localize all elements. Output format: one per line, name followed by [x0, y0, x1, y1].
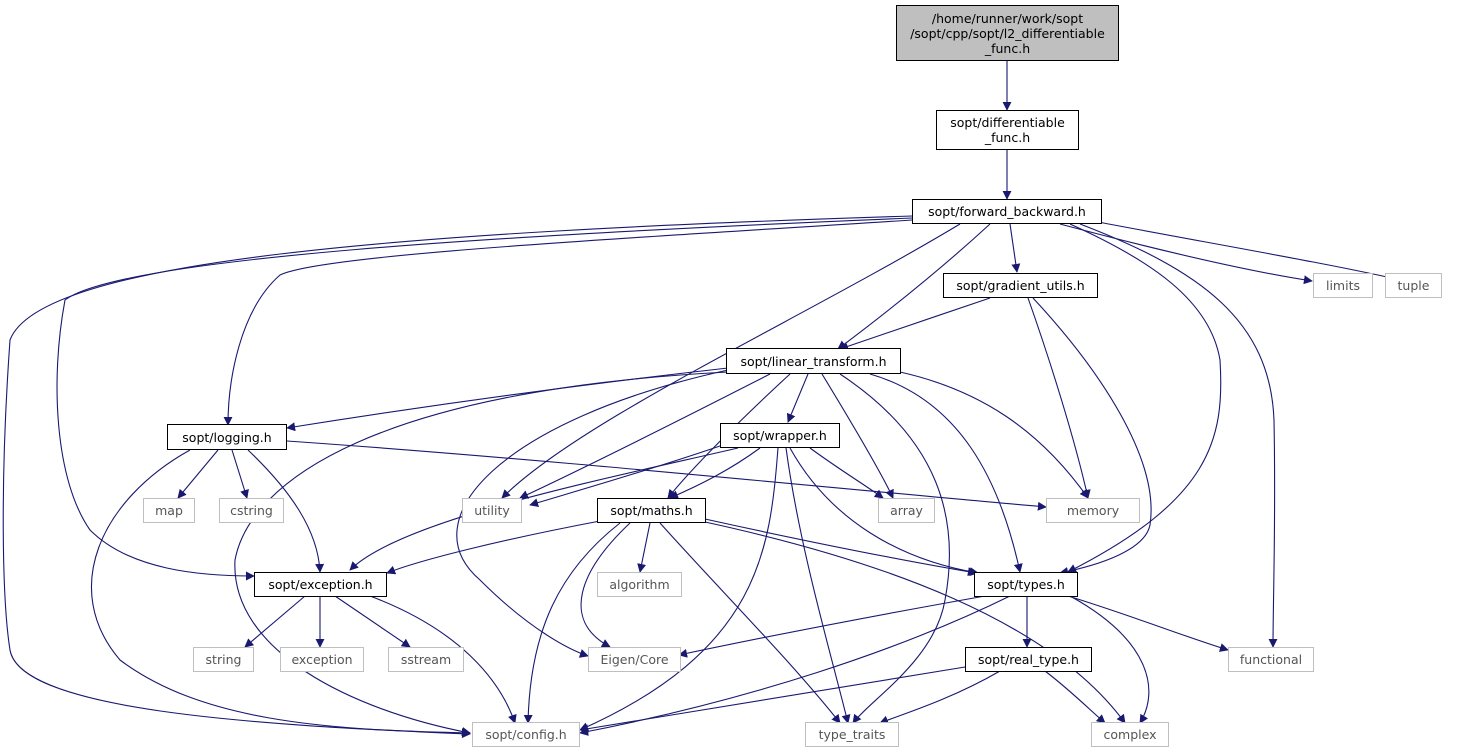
node-gradient-utils[interactable]: sopt/gradient_utils.h — [943, 273, 1098, 298]
edge-maths-exception — [386, 520, 601, 575]
node-cstring[interactable]: cstring — [219, 498, 284, 523]
node-limits[interactable]: limits — [1313, 273, 1373, 298]
edge-wrapper-types — [789, 447, 979, 577]
node-forward-backward[interactable]: sopt/forward_backward.h — [912, 199, 1102, 224]
edge-linear-type-traits — [839, 373, 950, 724]
edge-fb-config — [2, 215, 913, 739]
edge-real-type-type-traits — [879, 670, 1001, 725]
edge-gradient-linear — [839, 297, 991, 351]
node-exception-std[interactable]: exception — [280, 647, 364, 672]
edge-logging-cstring — [231, 449, 249, 499]
edge-fb-functional — [1079, 223, 1278, 648]
edge-linear-maths — [667, 373, 791, 499]
edge-fb-exception — [56, 217, 913, 581]
edge-maths-type-traits — [659, 522, 841, 724]
edge-real-type-config — [579, 666, 966, 734]
edge-logging-map — [177, 449, 219, 499]
node-map[interactable]: map — [143, 498, 195, 523]
node-logging[interactable]: sopt/logging.h — [167, 424, 287, 450]
node-string[interactable]: string — [193, 647, 254, 672]
edge-linear-utility — [519, 373, 771, 499]
edge-logging-memory — [286, 440, 1047, 511]
edge-maths-algorithm — [637, 522, 651, 573]
edge-wrapper-array — [809, 447, 884, 499]
node-tuple[interactable]: tuple — [1385, 273, 1442, 298]
edge-logging-exception — [247, 449, 325, 573]
edge-maths-config — [523, 522, 621, 724]
edge-fb-gradient — [1009, 223, 1021, 273]
edge-exception-config — [369, 595, 517, 724]
edge-exception-string — [244, 595, 306, 648]
edge-types-complex — [1069, 595, 1150, 724]
edge-linear-eigen — [456, 369, 729, 658]
edge-fb-logging — [223, 219, 913, 426]
edge-fb-limits — [1059, 223, 1313, 285]
node-eigen-core[interactable]: Eigen/Core — [588, 647, 681, 672]
node-types[interactable]: sopt/types.h — [974, 572, 1078, 597]
edge-linear-types — [869, 373, 1023, 573]
edge-fb-tuple — [1097, 221, 1397, 282]
edge-real-type-complex — [1044, 670, 1106, 724]
edge-linear-wrapper — [786, 373, 809, 423]
node-exception[interactable]: sopt/exception.h — [254, 572, 387, 597]
edge-fb-types — [1067, 223, 1222, 573]
node-memory[interactable]: memory — [1046, 498, 1140, 523]
node-functional[interactable]: functional — [1228, 647, 1314, 672]
node-complex[interactable]: complex — [1091, 722, 1169, 747]
node-maths[interactable]: sopt/maths.h — [597, 498, 706, 523]
edge-maths-types — [704, 518, 977, 577]
edge-exception-sstream — [334, 595, 411, 648]
edge-linear-logging — [286, 367, 729, 432]
node-array[interactable]: array — [878, 498, 935, 523]
edge-fb-utility — [501, 223, 961, 499]
node-config[interactable]: sopt/config.h — [472, 722, 580, 747]
edge-wrapper-type-traits — [785, 447, 851, 724]
node-sstream[interactable]: sstream — [388, 647, 464, 672]
edge-maths-complex — [704, 521, 1126, 724]
node-linear-transform[interactable]: sopt/linear_transform.h — [726, 348, 901, 374]
edge-wrapper-maths — [669, 447, 761, 499]
edge-types-eigen — [678, 595, 986, 658]
edge-gradient-memory — [1027, 297, 1091, 499]
edge-maths-eigen — [580, 522, 631, 648]
edge-linear-memory — [899, 371, 1089, 499]
edge-fb-linear — [837, 223, 991, 350]
node-differentiable-func[interactable]: sopt/differentiable _func.h — [936, 110, 1079, 150]
edge-wrapper-config — [579, 447, 779, 731]
edge-linear-array — [821, 373, 894, 499]
node-algorithm[interactable]: algorithm — [597, 572, 682, 597]
node-type-traits[interactable]: type_traits — [805, 722, 899, 747]
edge-types-functional — [1067, 595, 1229, 652]
node-real-type[interactable]: sopt/real_type.h — [965, 647, 1092, 672]
edge-wrapper-utility — [529, 445, 721, 507]
node-wrapper[interactable]: sopt/wrapper.h — [720, 423, 840, 448]
edge-gradient-types — [1032, 297, 1152, 576]
edge-logging-config — [90, 449, 471, 738]
node-utility[interactable]: utility — [462, 498, 522, 523]
edge-linear-config — [234, 371, 729, 736]
node-root-file[interactable]: /home/runner/work/sopt /sopt/cpp/sopt/l2… — [896, 5, 1119, 61]
